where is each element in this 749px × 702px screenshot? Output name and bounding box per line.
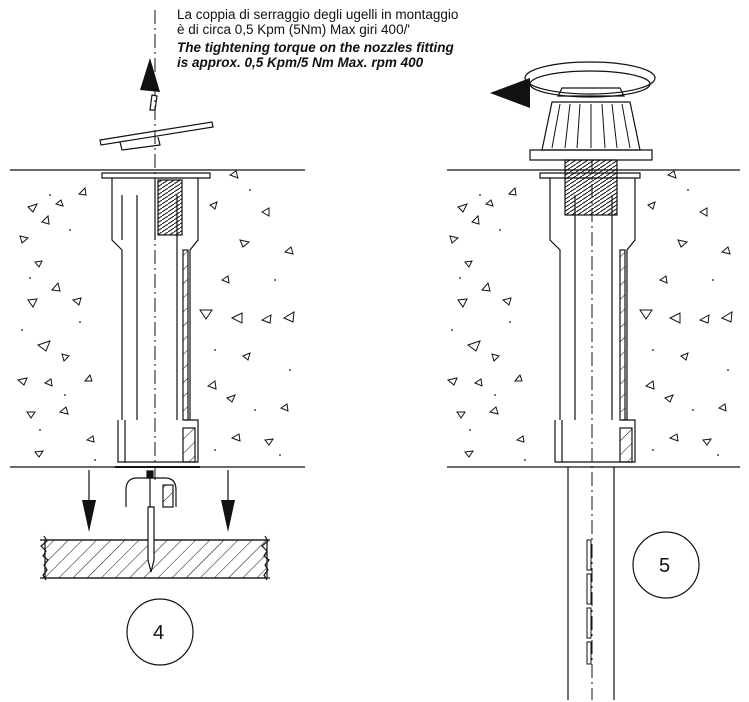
up-arrow-icon xyxy=(140,58,160,111)
note-italian: La coppia di serraggio degli ugelli in m… xyxy=(177,7,458,37)
concrete-aggregate xyxy=(16,170,295,458)
concrete-dots-right xyxy=(451,189,729,461)
step-number-5: 5 xyxy=(659,555,670,577)
concrete-dots xyxy=(21,189,291,461)
down-arrow-icon xyxy=(82,470,235,532)
note-italian-line2: è di circa 0,5 Kpm (5Nm) Max giri 400/' xyxy=(177,22,410,37)
note-english-line2: is approx. 0,5 Kpm/5 Nm Max. rpm 400 xyxy=(177,55,424,70)
note-english-line1: The tightening torque on the nozzles fit… xyxy=(177,40,454,55)
left-section: 4 xyxy=(10,58,305,666)
step-number-4: 4 xyxy=(153,622,164,644)
concrete-aggregate-right xyxy=(446,170,733,458)
right-section: 5 xyxy=(446,61,740,700)
rotation-arrow-icon xyxy=(490,61,656,108)
note-italian-line1: La coppia di serraggio degli ugelli in m… xyxy=(177,7,459,22)
note-english: The tightening torque on the nozzles fit… xyxy=(177,40,454,70)
